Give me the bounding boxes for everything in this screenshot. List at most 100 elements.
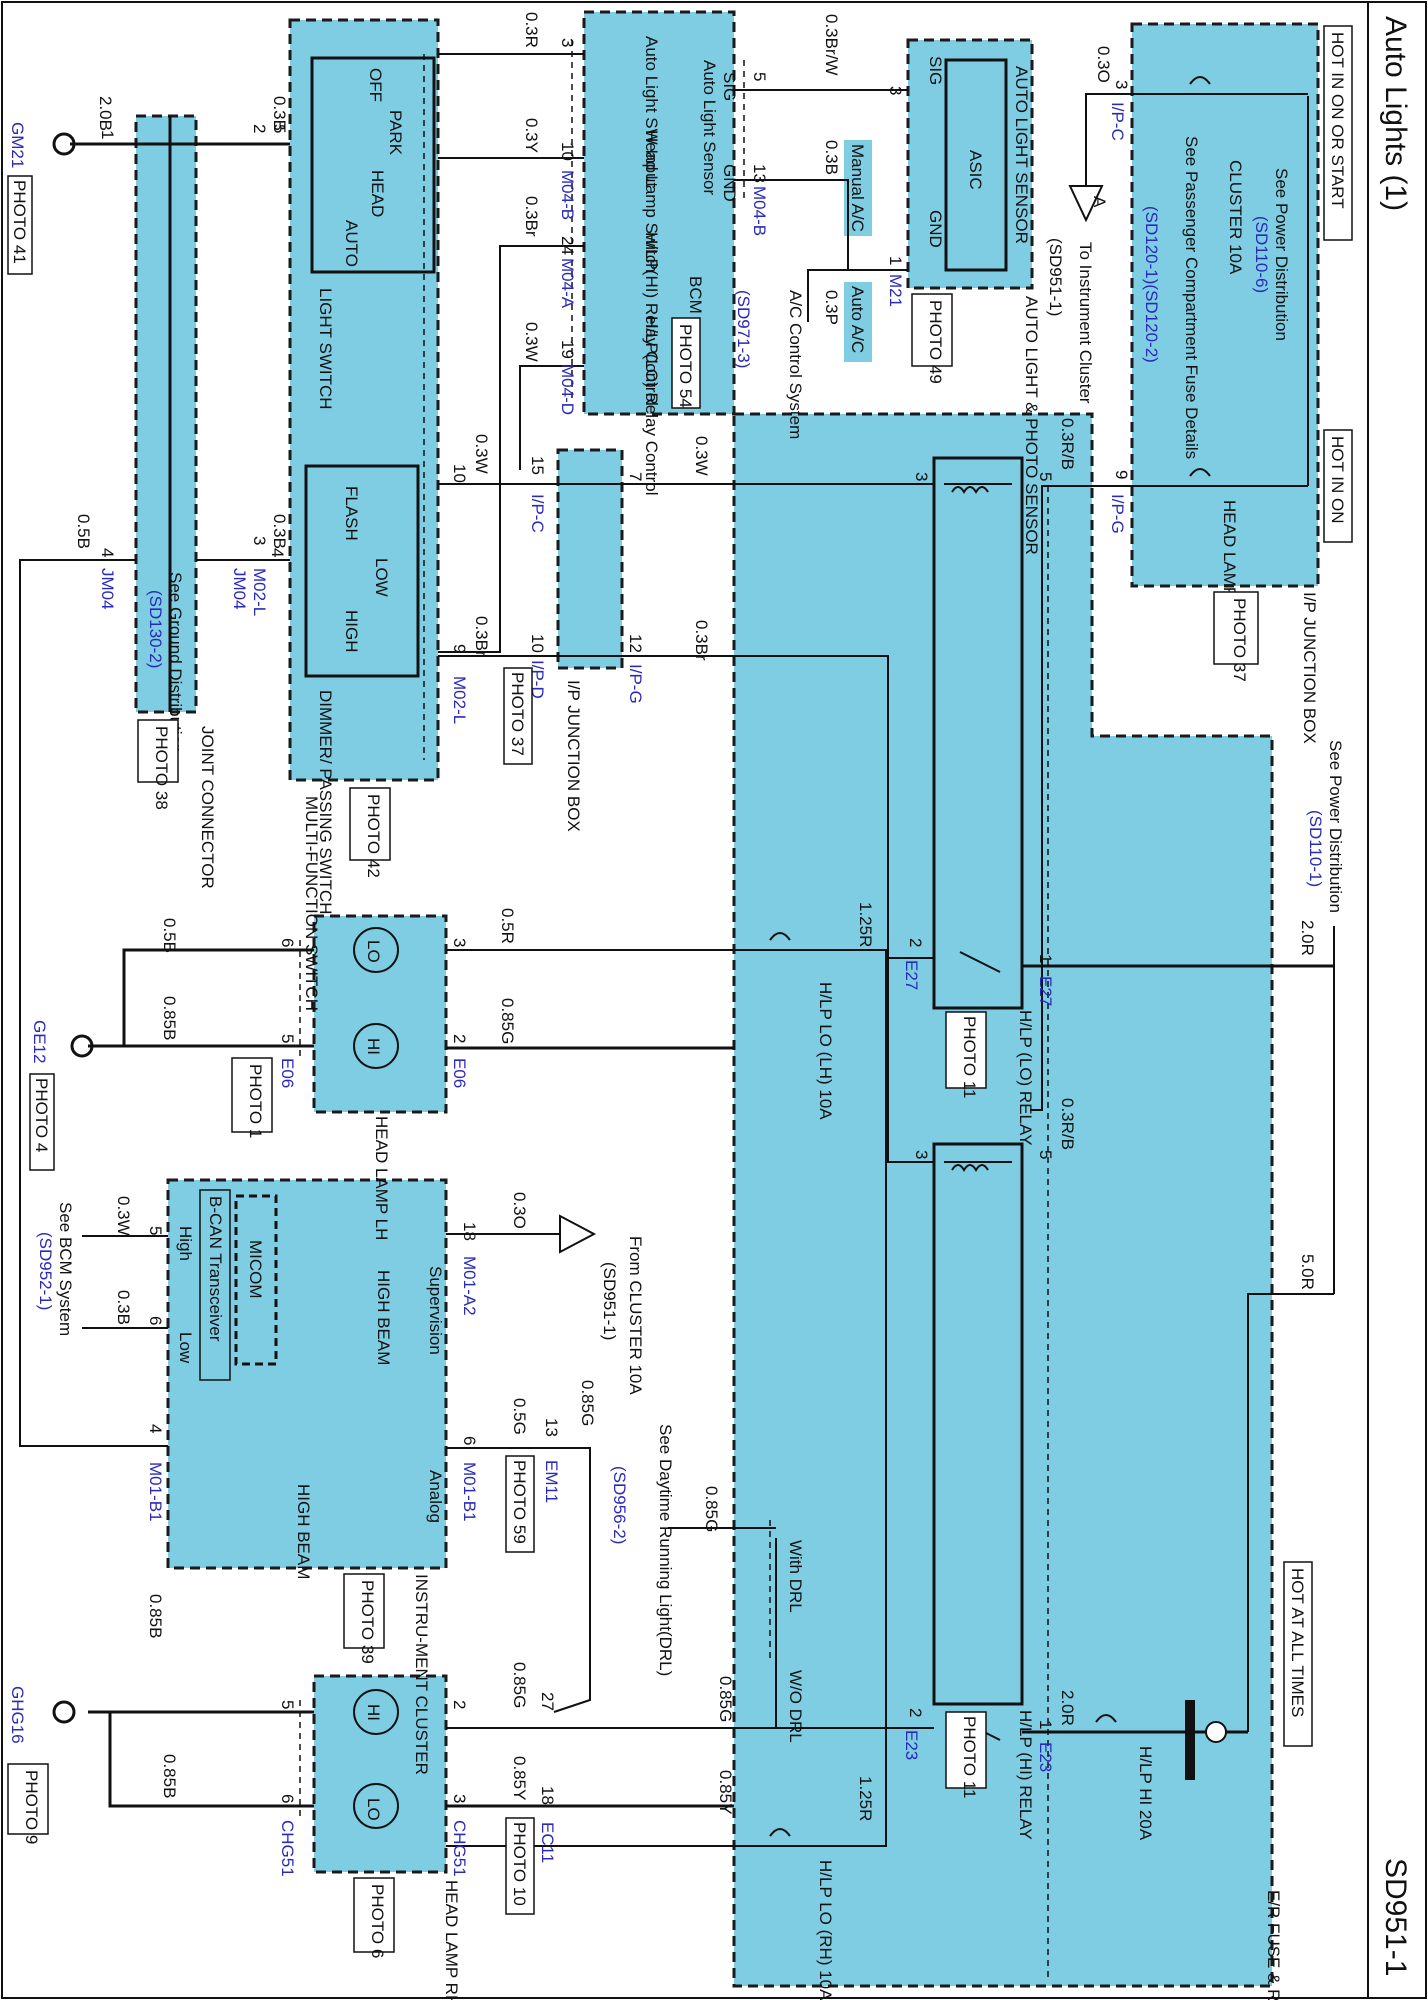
ipj-conn-ipg: I/P-G bbox=[1108, 494, 1127, 534]
er-conn-e23-right: E23 bbox=[1036, 1742, 1055, 1772]
ipj2-conn-ipg: I/P-G bbox=[626, 664, 645, 704]
wire-to-cluster bbox=[1085, 93, 1132, 186]
ls-auto: AUTO bbox=[342, 220, 361, 267]
bcm-conn-m04d: M04-D bbox=[558, 364, 577, 415]
jc-conn-top: JM04 bbox=[230, 568, 249, 610]
sensor-pin-3: 3 bbox=[886, 86, 905, 95]
mf-pin-4: 4 bbox=[268, 548, 287, 557]
bcm-pin-19: 19 bbox=[558, 340, 577, 359]
ipj-photo: PHOTO 37 bbox=[1230, 598, 1249, 682]
hl-rh-conn-right: CHG51 bbox=[450, 1820, 469, 1877]
mf-conn-m02l: M02-L bbox=[450, 676, 469, 724]
ipj-see-passenger: See Passenger Compartment Fuse Details bbox=[1182, 136, 1201, 459]
er-see-power: See Power Distribution bbox=[1326, 740, 1345, 913]
er-pin-1-hi: 1 bbox=[1036, 1720, 1055, 1729]
hot-box-all-times bbox=[1283, 1561, 1313, 1747]
hl-rh-conn-ec11: EC11 bbox=[538, 1822, 557, 1863]
sensor-label: AUTO LIGHT & PHOTO SENSOR bbox=[1022, 296, 1041, 555]
hl-rh-lo: LO bbox=[364, 1798, 383, 1821]
ip-junction-box-top bbox=[1130, 22, 1320, 588]
ipj-cluster-fuse: CLUSTER 10A bbox=[1226, 160, 1245, 275]
hl-rh-pin-5: 5 bbox=[278, 1700, 297, 1709]
ipj-marker-a: A bbox=[1090, 196, 1109, 208]
wire-03rb bbox=[1030, 485, 1132, 1111]
ic-analog: Analog bbox=[426, 1470, 445, 1523]
wire-085g-cluster bbox=[446, 1447, 591, 1713]
gm21-photo: PHOTO 41 bbox=[10, 180, 29, 264]
ic-pin-18: 18 bbox=[460, 1222, 479, 1241]
hl-rh-label: HEAD LAMP RH bbox=[442, 1880, 461, 2000]
mf-conn-m02l-top: M02-L bbox=[250, 568, 269, 616]
hl-rh-photo: PHOTO 6 bbox=[368, 1884, 387, 1958]
dashed-lines bbox=[120, 40, 1049, 1980]
gm21-photo-box bbox=[7, 175, 33, 275]
wire-03w-bcm bbox=[519, 365, 584, 470]
bcm-wire-03b: 0.3B bbox=[822, 140, 841, 175]
wire-085b-rh-lo bbox=[108, 1712, 314, 1808]
er-see-power-ref: (SD110-1) bbox=[1306, 810, 1325, 887]
bcm-wire-03p: 0.3P bbox=[822, 290, 841, 325]
ghg16-label: GHG16 bbox=[8, 1686, 27, 1744]
ic-em11-photo-box bbox=[505, 1455, 535, 1553]
hl-rh-wire-085b-bottom: 0.85B bbox=[160, 1754, 179, 1798]
bcan-box bbox=[199, 1189, 231, 1381]
ic-bcan: B-CAN Transceiver bbox=[206, 1196, 225, 1342]
bcm-sig: SIG bbox=[720, 72, 739, 101]
ground-ge12 bbox=[70, 1034, 94, 1058]
er-lo-relay-photo-box bbox=[945, 1011, 987, 1089]
ip-junction-box-mid bbox=[556, 448, 624, 670]
er-pin-3-lo: 3 bbox=[912, 472, 931, 481]
bcm-ac-system: A/C Control System bbox=[786, 290, 805, 439]
er-conn-e27-right: E27 bbox=[1036, 976, 1055, 1006]
wire-03br-main bbox=[438, 655, 934, 1163]
wires bbox=[19, 53, 1335, 1847]
er-conn-e27-left: E27 bbox=[902, 960, 921, 990]
ic-micom: MICOM bbox=[246, 1240, 265, 1299]
hot-box-in-on bbox=[1323, 429, 1353, 543]
ipj-wire-03o: 0.3O bbox=[1094, 46, 1113, 83]
er-pin-2-lo: 2 bbox=[906, 938, 925, 947]
ipj-to-cluster: To Instrument Cluster bbox=[1076, 242, 1095, 404]
ipj2-photo-box bbox=[503, 667, 533, 765]
ic-from-cluster: From CLUSTER 10A bbox=[626, 1236, 645, 1395]
bcm-auto-light-sensor: Auto Light Sensor bbox=[700, 60, 719, 195]
er-with-drl: With DRL bbox=[786, 1540, 805, 1613]
mf-photo: PHOTO 42 bbox=[364, 794, 383, 878]
hl-rh-pin-27: 27 bbox=[538, 1692, 557, 1711]
bcm-photo: PHOTO 54 bbox=[676, 324, 695, 408]
ic-conn-b1-left: M01-B1 bbox=[146, 1462, 165, 1522]
ic-wire-03b: 0.3B bbox=[114, 1290, 133, 1325]
light-switch-box bbox=[288, 18, 440, 782]
bcm-wire-03y: 0.3Y bbox=[522, 118, 541, 153]
bcm-photo-box bbox=[671, 317, 701, 409]
wire-50r bbox=[1247, 1293, 1334, 1732]
er-pin-5-lo: 5 bbox=[1036, 472, 1055, 481]
bcm-box bbox=[582, 10, 736, 416]
lamps bbox=[353, 927, 399, 1829]
mf-wire-03br: 0.3Br bbox=[472, 616, 491, 657]
hl-lh-wire-085g: 0.85G bbox=[498, 998, 517, 1044]
ic-photo: PHOTO 39 bbox=[358, 1580, 377, 1664]
ic-wire-05g: 0.5G bbox=[510, 1398, 529, 1435]
hl-rh-conn-left: CHG51 bbox=[278, 1820, 297, 1877]
lamp-rh-lo bbox=[353, 1783, 399, 1829]
ipj-to-cluster-ref: (SD951-1) bbox=[1046, 238, 1065, 316]
sensor-conn: M21 bbox=[886, 274, 905, 307]
er-pin-1-lo: 1 bbox=[1036, 954, 1055, 963]
ipj-label: I/P JUNCTION BOX bbox=[1300, 592, 1319, 744]
hl-rh-photo-box bbox=[353, 1877, 395, 1953]
ls-off: OFF bbox=[366, 68, 385, 102]
head-lamp-rh-box bbox=[312, 1674, 448, 1874]
ic-low: Low bbox=[176, 1332, 195, 1364]
er-pin-5-hi: 5 bbox=[1036, 1150, 1055, 1159]
ic-wire-03w: 0.3W bbox=[114, 1196, 133, 1236]
hl-lh-photo-box bbox=[231, 1057, 273, 1133]
er-wire-03rb-top: 0.3R/B bbox=[1058, 418, 1077, 470]
er-pin-2-hi: 2 bbox=[906, 1708, 925, 1717]
ge12-photo: PHOTO 4 bbox=[32, 1078, 51, 1152]
ic-high: High bbox=[176, 1226, 195, 1261]
ipj2-conn-ipc: I/P-C bbox=[528, 494, 547, 533]
ic-pin-4: 4 bbox=[146, 1424, 165, 1433]
cluster-box bbox=[166, 1178, 448, 1570]
